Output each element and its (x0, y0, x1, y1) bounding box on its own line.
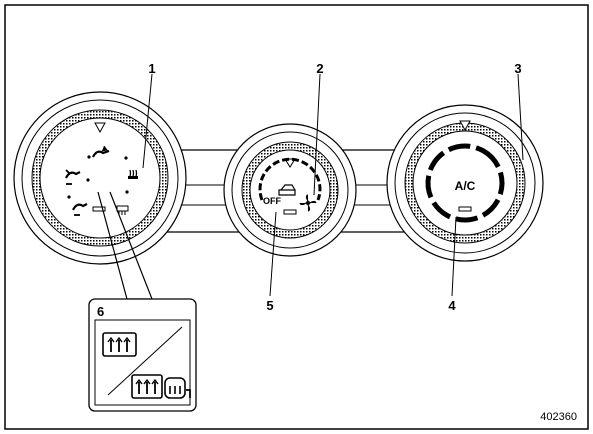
foot-mode-icon (72, 203, 88, 216)
mirror-heater-icon (164, 377, 191, 399)
callout-5: 5 (266, 298, 273, 313)
divider-slash (107, 326, 183, 396)
callout-3: 3 (514, 61, 521, 76)
mode-selector-knob[interactable] (13, 91, 187, 265)
figure-frame (4, 4, 589, 430)
callout-2: 2 (316, 61, 323, 76)
temperature-arc (425, 143, 505, 223)
rear-defroster-icon (131, 374, 163, 399)
position-dot (125, 190, 129, 194)
position-dot (87, 155, 91, 159)
fan-icon (299, 194, 317, 212)
indicator-lamp (92, 206, 106, 212)
position-dot (124, 156, 128, 160)
face-mode-icon (92, 145, 110, 158)
bilevel-mode-icon (65, 169, 81, 185)
pointer-mark (94, 122, 106, 134)
indicator-lamp (458, 206, 472, 212)
foot-defrost-mode-icon (128, 169, 138, 179)
figure-id: 402360 (540, 411, 577, 423)
callout-1: 1 (148, 61, 155, 76)
fan-speed-knob[interactable]: OFF (223, 123, 357, 257)
rear-defroster-icon (102, 332, 137, 357)
ac-label: A/C (455, 179, 476, 193)
position-dot (86, 178, 90, 182)
leader-lines (142, 73, 524, 297)
position-dot (67, 195, 71, 199)
off-label: OFF (263, 196, 281, 206)
air-recirculation-icon (278, 184, 296, 196)
defroster-detail-inset: 6 (88, 191, 197, 412)
fan-speed-arc (258, 157, 322, 201)
callout-4: 4 (448, 298, 456, 313)
temperature-ac-knob[interactable]: A/C (386, 104, 544, 262)
pointer-mark (284, 158, 296, 168)
pointer-mark (459, 120, 471, 132)
indicator-lamp (283, 209, 297, 215)
callout-6: 6 (97, 304, 104, 319)
